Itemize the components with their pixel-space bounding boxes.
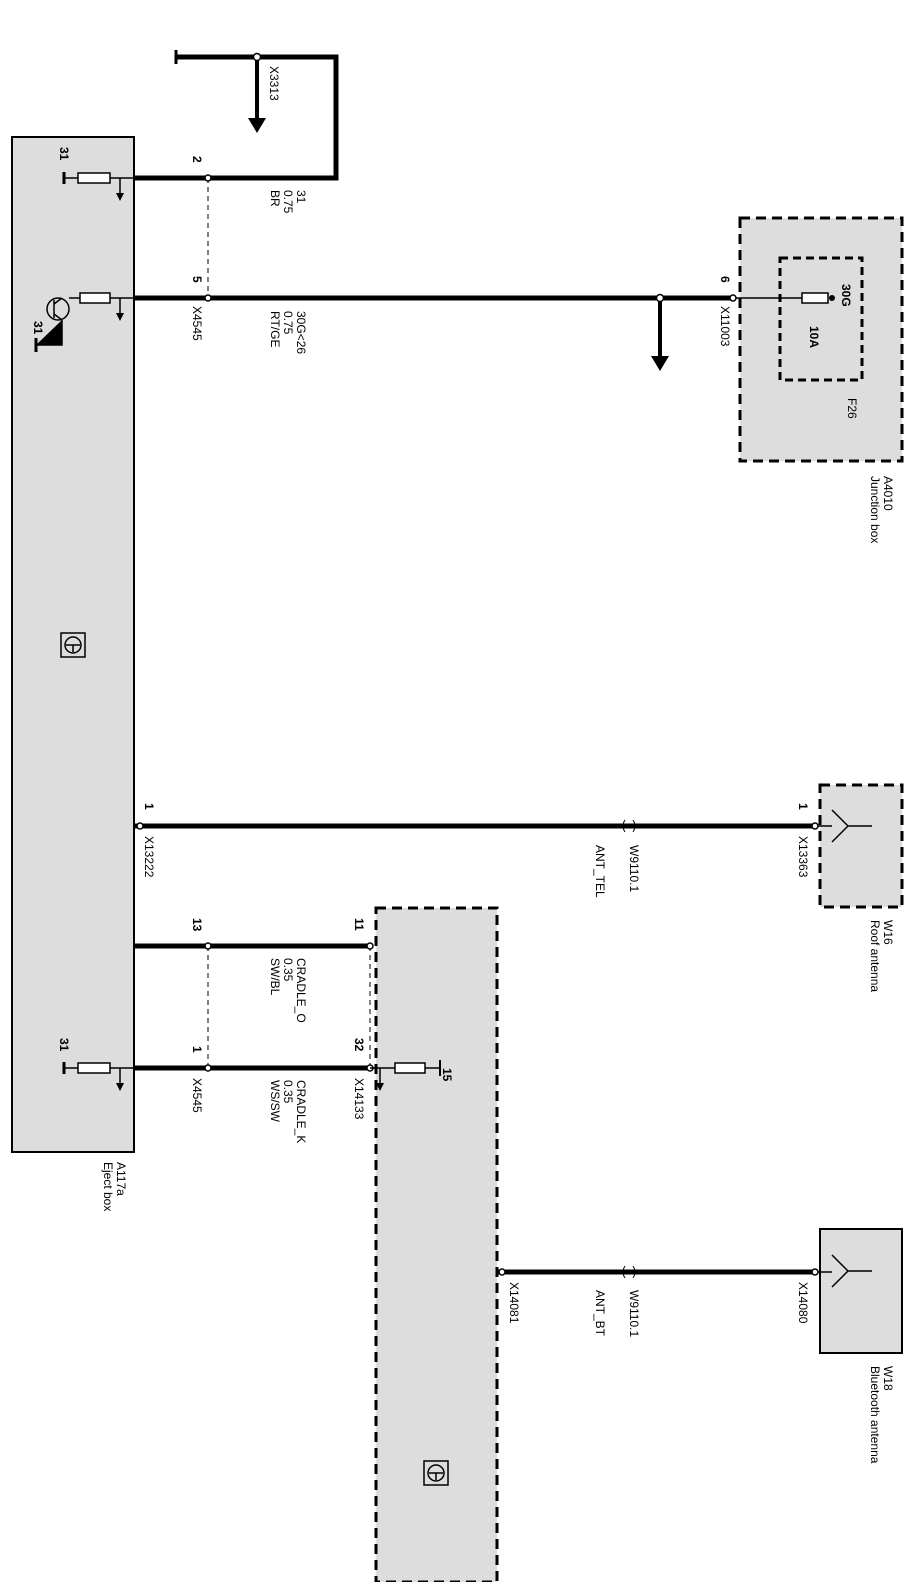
pin-2-label: 2 bbox=[190, 156, 204, 163]
roof-antenna-icon bbox=[831, 809, 872, 843]
resistor-terminal-15-icon bbox=[370, 1060, 441, 1091]
svg-text:W9110.1: W9110.1 bbox=[627, 1290, 641, 1337]
splice-30g bbox=[655, 293, 665, 303]
svg-text:30G<26: 30G<26 bbox=[294, 311, 308, 354]
pin-13-label: 13 bbox=[190, 918, 204, 932]
svg-text:0.35: 0.35 bbox=[281, 1080, 295, 1104]
wire-31-label: 31 0.75 BR bbox=[268, 190, 308, 214]
resistor-ground-bottom-icon bbox=[62, 1062, 134, 1091]
roof-antenna-label: W16 Roof antenna bbox=[868, 920, 895, 992]
eject-box-symbol-icon bbox=[60, 632, 86, 658]
svg-text:W18: W18 bbox=[881, 1366, 895, 1391]
fuse-rating-label: 10A bbox=[807, 326, 821, 348]
wire-31-feed bbox=[134, 54, 339, 181]
ground-label-2: 31 bbox=[31, 321, 45, 335]
connector-x3313-label: X3313 bbox=[267, 66, 281, 101]
arrow-30g-head-icon bbox=[651, 356, 669, 371]
bluetooth-antenna-box bbox=[819, 1228, 903, 1354]
connector-x4545-bottom-label: X4545 bbox=[190, 1078, 204, 1113]
wire-ant-tel-label: W9110.1 ANT_TEL bbox=[593, 845, 641, 898]
connector-x14081-label: X14081 bbox=[507, 1282, 521, 1324]
svg-text:Junction box: Junction box bbox=[868, 476, 882, 543]
svg-text:ANT_TEL: ANT_TEL bbox=[593, 845, 607, 898]
resistor-ground-top-icon bbox=[62, 172, 134, 201]
ground-label-1: 31 bbox=[57, 147, 71, 161]
svg-text:W16: W16 bbox=[881, 920, 895, 945]
fuse-terminal-label: 30G bbox=[839, 284, 853, 307]
connector-x13363-label: X13363 bbox=[796, 836, 810, 878]
bluetooth-antenna-label: W18 Bluetooth antenna bbox=[868, 1366, 895, 1464]
connector-x11003-label: X11003 bbox=[718, 306, 732, 347]
arrow-x3313-head-icon bbox=[248, 118, 266, 133]
svg-text:RT/GE: RT/GE bbox=[268, 311, 282, 347]
fuse-box-f26 bbox=[778, 256, 864, 382]
telephone-module-symbol-icon bbox=[423, 1460, 449, 1486]
svg-text:Roof antenna: Roof antenna bbox=[868, 920, 882, 992]
svg-text:0.75: 0.75 bbox=[281, 190, 295, 214]
pin-32-label: 32 bbox=[352, 1038, 366, 1052]
pin-11-label: 11 bbox=[352, 918, 366, 931]
bluetooth-antenna-icon bbox=[831, 1254, 872, 1288]
fuse-id-label: F26 bbox=[845, 398, 859, 419]
connector-x14133-label: X14133 bbox=[352, 1078, 366, 1120]
fuse-f26-icon bbox=[801, 292, 829, 304]
svg-text:Eject box: Eject box bbox=[101, 1162, 115, 1211]
pin-1-x13363-label: 1 bbox=[796, 803, 810, 810]
connector-x14080-label: X14080 bbox=[796, 1282, 810, 1324]
terminal-15-label: 15 bbox=[440, 1068, 454, 1082]
svg-text:0.75: 0.75 bbox=[281, 311, 295, 335]
svg-text:ANT_BT: ANT_BT bbox=[593, 1290, 607, 1337]
svg-text:W9110.1: W9110.1 bbox=[627, 845, 641, 892]
harness-break-ant-tel-icon bbox=[622, 819, 636, 833]
wire-cradle-k-label: CRADLE_K 0.35 WS/SW bbox=[268, 1080, 308, 1143]
svg-text:Bluetooth antenna: Bluetooth antenna bbox=[868, 1366, 882, 1464]
connector-x13222-label: X13222 bbox=[142, 836, 156, 878]
svg-text:31: 31 bbox=[294, 190, 308, 204]
eject-box-label: A117a Eject box bbox=[101, 1162, 128, 1211]
svg-text:0.35: 0.35 bbox=[281, 958, 295, 982]
svg-text:A4010: A4010 bbox=[881, 476, 895, 511]
fuse-terminal-icon bbox=[829, 295, 835, 301]
pin-6-label: 6 bbox=[718, 276, 732, 283]
svg-text:SW/BL: SW/BL bbox=[268, 958, 282, 996]
svg-text:CRADLE_K: CRADLE_K bbox=[294, 1080, 308, 1143]
wire-ant-bt-label: W9110.1 ANT_BT bbox=[593, 1290, 641, 1337]
junction-box-label: A4010 Junction box bbox=[868, 476, 895, 543]
svg-text:WS/SW: WS/SW bbox=[268, 1080, 282, 1123]
connector-x4545-top-label: X4545 bbox=[190, 306, 204, 341]
svg-text:CRADLE_O: CRADLE_O bbox=[294, 958, 308, 1023]
svg-text:A117a: A117a bbox=[114, 1162, 128, 1196]
ground-label-3: 31 bbox=[57, 1038, 71, 1052]
pin-1-x13222-label: 1 bbox=[142, 803, 156, 810]
transistor-circuit-icon bbox=[34, 292, 134, 352]
pin-5-label: 5 bbox=[190, 276, 204, 283]
svg-text:BR: BR bbox=[268, 190, 282, 207]
splice-x3313 bbox=[252, 52, 262, 62]
roof-antenna-box bbox=[818, 783, 904, 909]
wire-30g-label: 30G<26 0.75 RT/GE bbox=[268, 311, 308, 354]
telephone-module-box bbox=[374, 906, 499, 1582]
wire-cradle-o-label: CRADLE_O 0.35 SW/BL bbox=[268, 958, 308, 1023]
pin-1-x4545-label: 1 bbox=[190, 1046, 204, 1053]
harness-break-ant-bt-icon bbox=[622, 1265, 636, 1279]
pin-marks bbox=[136, 174, 819, 1276]
